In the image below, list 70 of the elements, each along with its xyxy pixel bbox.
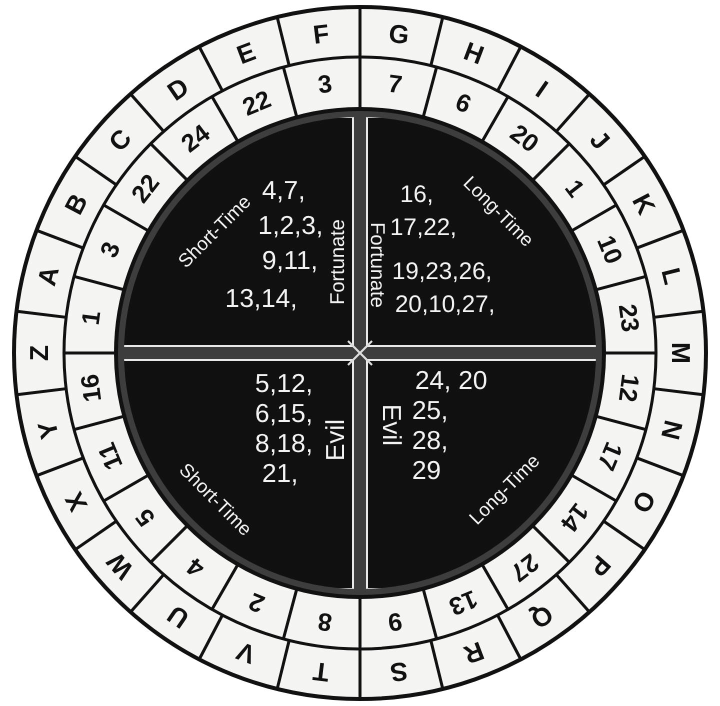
- ring-letter: T: [312, 658, 331, 686]
- ring-number: 6: [452, 89, 475, 118]
- ring-letter: Q: [526, 600, 558, 634]
- ring-letter: B: [60, 189, 92, 218]
- ring-number: 23: [613, 302, 642, 334]
- quadrant-label: 25,: [412, 397, 448, 423]
- ring-number: 16: [78, 372, 106, 404]
- ring-number: 20: [506, 120, 543, 158]
- ring-number: 13: [446, 586, 481, 620]
- ring-letter: W: [102, 548, 138, 584]
- ring-letter: X: [60, 488, 92, 516]
- ring-letter: Y: [34, 418, 63, 442]
- ring-number: 10: [592, 232, 626, 268]
- ring-number: 3: [316, 72, 334, 99]
- ring-letter: V: [233, 638, 259, 668]
- ring-letter: M: [668, 342, 694, 364]
- quadrant-label: 29: [412, 457, 441, 483]
- ring-number: 1: [560, 176, 588, 202]
- ring-number: 4: [182, 553, 209, 582]
- ring-letter: P: [584, 550, 616, 581]
- ring-letter: E: [233, 38, 259, 68]
- ring-number: 5: [132, 504, 160, 530]
- quadrant-label: 28,: [412, 427, 448, 453]
- ring-letter: Z: [26, 345, 52, 361]
- ring-letter: S: [388, 658, 409, 686]
- ring-number: 8: [316, 607, 334, 634]
- ring-letter: K: [628, 189, 660, 218]
- ring-number: 22: [127, 170, 164, 208]
- quadrant-label: 24, 20: [415, 367, 488, 393]
- ring-letter: J: [586, 126, 615, 154]
- ring-number: 2: [245, 588, 268, 617]
- ring-number: 17: [592, 438, 626, 474]
- ring-number: 3: [96, 238, 125, 261]
- ring-letter: L: [657, 265, 686, 287]
- ring-letter: F: [312, 20, 331, 48]
- ring-letter: A: [33, 264, 64, 288]
- ring-letter: O: [628, 487, 660, 518]
- ring-number: 7: [386, 72, 404, 99]
- ring-number: 1: [79, 309, 106, 326]
- quadrant-label: Evil: [322, 419, 348, 461]
- quadrant-label: 1,2,3,: [258, 212, 324, 238]
- quadrant-label: 4,7,: [262, 177, 306, 203]
- ring-letter: G: [387, 20, 410, 48]
- ring-number: 14: [556, 498, 593, 536]
- quadrant-label: 13,14,: [225, 285, 298, 311]
- quadrant-label: 5,12,: [255, 370, 313, 396]
- ring-letter: R: [460, 638, 488, 669]
- ring-number: 11: [94, 439, 128, 474]
- ring-letter: U: [162, 601, 193, 634]
- quadrant-label: Evil: [379, 404, 405, 446]
- quadrant-label: 20,10,27,: [395, 293, 496, 317]
- quadrant-label: 16,: [400, 183, 434, 207]
- ring-number: 22: [239, 86, 274, 120]
- quadrant-label: 9,11,: [262, 247, 318, 273]
- quadrant-label: 21,: [262, 460, 298, 486]
- quadrant-label: Fortunate: [367, 222, 387, 308]
- quadrant-label: 17,22,: [390, 216, 457, 240]
- ring-letter: I: [532, 76, 553, 102]
- ring-letter: D: [162, 72, 193, 105]
- ring-number: 9: [386, 607, 404, 634]
- quadrant-label: Fortunate: [328, 219, 348, 305]
- quadrant-label: 19,23,26,: [392, 260, 492, 284]
- ring-letter: C: [104, 124, 136, 156]
- quadrant-label: 8,18,: [255, 430, 313, 456]
- ring-letter: N: [656, 418, 687, 442]
- ring-number: 12: [613, 372, 642, 404]
- ring-number: 24: [176, 120, 214, 158]
- quadrant-label: 6,15,: [255, 400, 313, 426]
- ring-number: 27: [506, 548, 543, 586]
- ring-letter: H: [460, 37, 488, 68]
